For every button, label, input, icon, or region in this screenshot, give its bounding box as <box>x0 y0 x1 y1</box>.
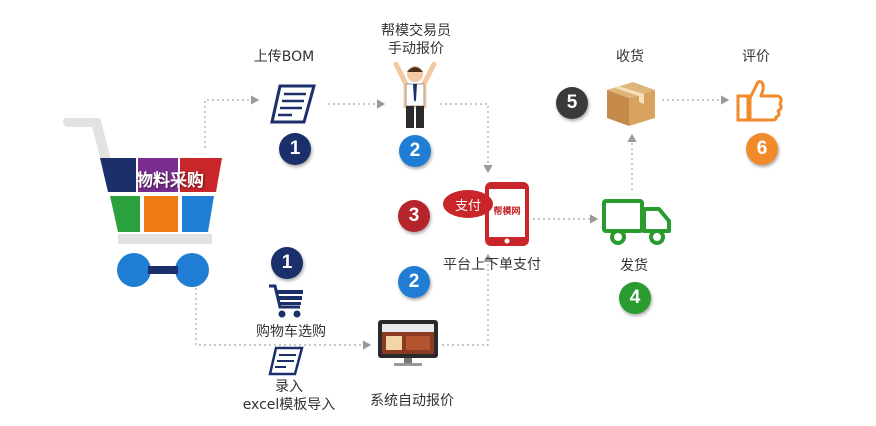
badge-pay: 3 <box>398 200 430 232</box>
badge-receive: 5 <box>556 87 588 119</box>
thumbs-up-icon <box>736 80 783 122</box>
phone-brand-text: 帮模网 <box>493 207 521 217</box>
upload-bom-label: 上传BOM <box>253 49 315 65</box>
excel-import-label-line2: excel模板导入 <box>242 397 336 413</box>
trader-person-icon <box>393 62 437 128</box>
phone-icon <box>485 182 529 246</box>
document-icon <box>270 84 316 124</box>
badge-cart-select: 1 <box>271 247 303 279</box>
auto-quote-label: 系统自动报价 <box>370 393 454 409</box>
package-box-icon <box>607 82 655 126</box>
excel-import-label-line1: 录入 <box>275 379 303 395</box>
badge-upload-bom: 1 <box>279 133 311 165</box>
delivery-truck-icon <box>602 199 671 245</box>
receive-label: 收货 <box>616 49 644 65</box>
ship-label: 发货 <box>620 258 648 274</box>
pay-bubble <box>443 190 493 218</box>
connector-trader-to-phone <box>440 103 493 174</box>
cart-select-label: 购物车选购 <box>256 324 326 340</box>
shopping-cart-illustration <box>63 118 222 287</box>
badge-review: 6 <box>746 133 778 165</box>
manual-quote-label-line1: 帮模交易员 <box>381 23 451 39</box>
badge-manual-quote: 2 <box>399 135 431 167</box>
connector-cart-to-system <box>195 288 372 350</box>
connector-cart-to-bom <box>204 95 260 148</box>
manual-quote-label-line2: 手动报价 <box>388 41 444 57</box>
cart-label: 物料采购 <box>136 171 204 191</box>
review-label: 评价 <box>742 49 770 65</box>
monitor-icon <box>378 320 438 366</box>
spreadsheet-document-icon <box>268 346 304 376</box>
badge-auto-quote: 2 <box>398 266 430 298</box>
pay-bubble-text: 支付 <box>454 199 481 214</box>
connector-system-to-phone <box>442 253 493 346</box>
pay-label: 平台上下单支付 <box>443 257 541 273</box>
badge-ship: 4 <box>619 282 651 314</box>
small-cart-icon <box>269 284 303 318</box>
